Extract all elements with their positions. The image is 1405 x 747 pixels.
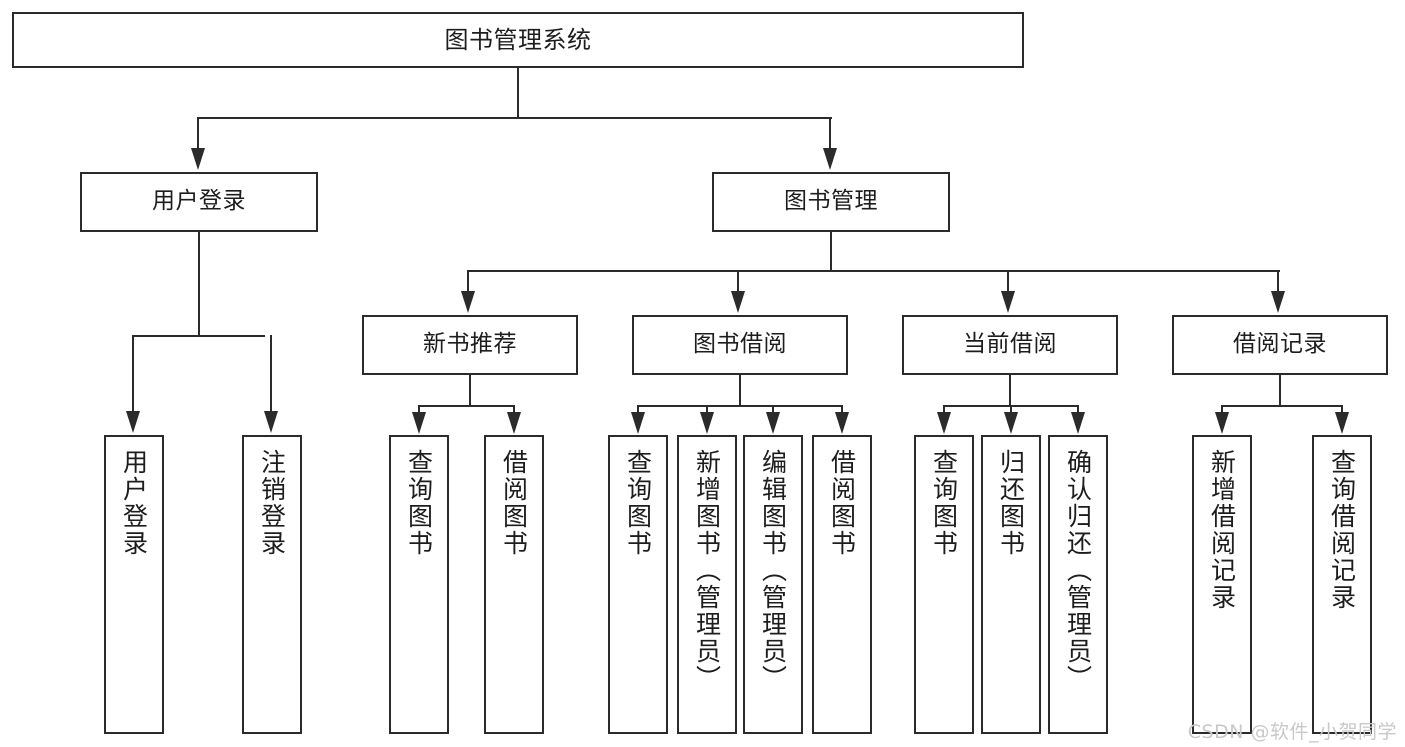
connector-drop-leaf-logout [270, 335, 272, 413]
leaf-label: 查询借阅记录 [1327, 449, 1357, 611]
connector-root-stem [517, 68, 519, 117]
node-label: 图书管理系统 [444, 25, 592, 54]
connector-drop-nb-leaf-1 [418, 405, 420, 414]
node-label: 借阅记录 [1233, 331, 1327, 358]
connector-drop-new-book [467, 270, 469, 293]
node-label: 用户登录 [152, 188, 246, 215]
leaf-user-login[interactable]: 用户登录 [104, 435, 164, 734]
arrowhead-bb-leaf-4 [835, 412, 849, 434]
connector-drop-bb-leaf-3 [772, 405, 774, 414]
node-label: 图书管理 [784, 188, 878, 215]
connector-drop-bb-leaf-2 [706, 405, 708, 414]
arrowhead-cb-leaf-1 [937, 412, 951, 434]
connector-current-borrow-stem [1009, 375, 1011, 405]
connector-drop-cb-leaf-3 [1077, 405, 1079, 414]
arrowhead-new-book [461, 291, 475, 313]
node-label: 新书推荐 [423, 331, 517, 358]
leaf-label: 确认归还（管理员） [1063, 449, 1093, 692]
arrowhead-leaf-user-login [126, 411, 140, 433]
leaf-label: 查询图书 [404, 449, 434, 557]
node-label: 图书借阅 [693, 331, 787, 358]
connector-drop-user-login [197, 117, 199, 150]
connector-new-book-stem [469, 375, 471, 405]
arrowhead-bb-leaf-2 [700, 412, 714, 434]
arrowhead-nb-leaf-2 [507, 412, 521, 434]
node-new-book-recommend[interactable]: 新书推荐 [362, 315, 578, 375]
node-book-management[interactable]: 图书管理 [712, 172, 950, 232]
leaf-label: 新增图书（管理员） [692, 449, 722, 692]
leaf-nb-borrow-book[interactable]: 借阅图书 [484, 435, 544, 734]
leaf-bb-borrow-book[interactable]: 借阅图书 [812, 435, 872, 734]
leaf-logout[interactable]: 注销登录 [242, 435, 302, 734]
leaf-label: 新增借阅记录 [1207, 449, 1237, 611]
connector-drop-book-borrow [737, 270, 739, 293]
connector-drop-bb-leaf-4 [841, 405, 843, 414]
arrowhead-bb-leaf-1 [631, 412, 645, 434]
leaf-cb-query-book[interactable]: 查询图书 [914, 435, 974, 734]
leaf-bb-add-book-admin[interactable]: 新增图书（管理员） [677, 435, 737, 734]
connector-user-login-bus [133, 335, 265, 337]
connector-borrow-record-bus [1222, 405, 1343, 407]
node-current-borrow[interactable]: 当前借阅 [902, 315, 1118, 375]
arrowhead-book-management [823, 148, 837, 170]
connector-level3-bus [468, 270, 1280, 272]
connector-drop-cb-leaf-2 [1010, 405, 1012, 414]
arrowhead-bb-leaf-3 [766, 412, 780, 434]
connector-drop-bb-leaf-1 [637, 405, 639, 414]
leaf-bb-query-book[interactable]: 查询图书 [608, 435, 668, 734]
connector-user-login-stem [198, 232, 200, 335]
arrowhead-leaf-logout [264, 411, 278, 433]
node-user-login[interactable]: 用户登录 [80, 172, 318, 232]
csdn-watermark: CSDN @软件_小贺同学 [1187, 721, 1397, 743]
leaf-label: 借阅图书 [499, 449, 529, 557]
arrowhead-nb-leaf-1 [412, 412, 426, 434]
connector-drop-br-leaf-1 [1221, 405, 1223, 414]
connector-drop-borrow-record [1277, 270, 1279, 293]
connector-new-book-bus [419, 405, 515, 407]
arrowhead-user-login [191, 148, 205, 170]
leaf-label: 查询图书 [623, 449, 653, 557]
arrowhead-cb-leaf-3 [1071, 412, 1085, 434]
arrowhead-br-leaf-1 [1215, 412, 1229, 434]
node-label: 当前借阅 [963, 331, 1057, 358]
connector-book-borrow-stem [739, 375, 741, 405]
connector-drop-cb-leaf-1 [943, 405, 945, 414]
leaf-nb-query-book[interactable]: 查询图书 [389, 435, 449, 734]
leaf-label: 归还图书 [996, 449, 1026, 557]
node-root-book-management-system[interactable]: 图书管理系统 [12, 12, 1024, 68]
node-book-borrow[interactable]: 图书借阅 [632, 315, 848, 375]
leaf-label: 编辑图书（管理员） [758, 449, 788, 692]
connector-level1-bus [198, 117, 832, 119]
connector-book-borrow-bus [638, 405, 843, 407]
leaf-br-query-record[interactable]: 查询借阅记录 [1312, 435, 1372, 734]
leaf-cb-return-book[interactable]: 归还图书 [981, 435, 1041, 734]
connector-borrow-record-stem [1279, 375, 1281, 405]
connector-book-management-stem [830, 232, 832, 270]
leaf-bb-edit-book-admin[interactable]: 编辑图书（管理员） [743, 435, 803, 734]
arrowhead-cb-leaf-2 [1004, 412, 1018, 434]
arrowhead-br-leaf-2 [1335, 412, 1349, 434]
leaf-label: 查询图书 [929, 449, 959, 557]
arrowhead-book-borrow [731, 291, 745, 313]
connector-drop-leaf-user-login [132, 335, 134, 413]
leaf-br-add-record[interactable]: 新增借阅记录 [1192, 435, 1252, 734]
connector-drop-br-leaf-2 [1341, 405, 1343, 414]
leaf-label: 借阅图书 [827, 449, 857, 557]
arrowhead-current-borrow [1001, 291, 1015, 313]
node-borrow-record[interactable]: 借阅记录 [1172, 315, 1388, 375]
arrowhead-borrow-record [1271, 291, 1285, 313]
connector-drop-current-borrow [1007, 270, 1009, 293]
leaf-label: 用户登录 [119, 449, 149, 557]
leaf-label: 注销登录 [257, 449, 287, 557]
leaf-cb-confirm-return-admin[interactable]: 确认归还（管理员） [1048, 435, 1108, 734]
connector-drop-nb-leaf-2 [513, 405, 515, 414]
connector-drop-book-management [829, 117, 831, 150]
